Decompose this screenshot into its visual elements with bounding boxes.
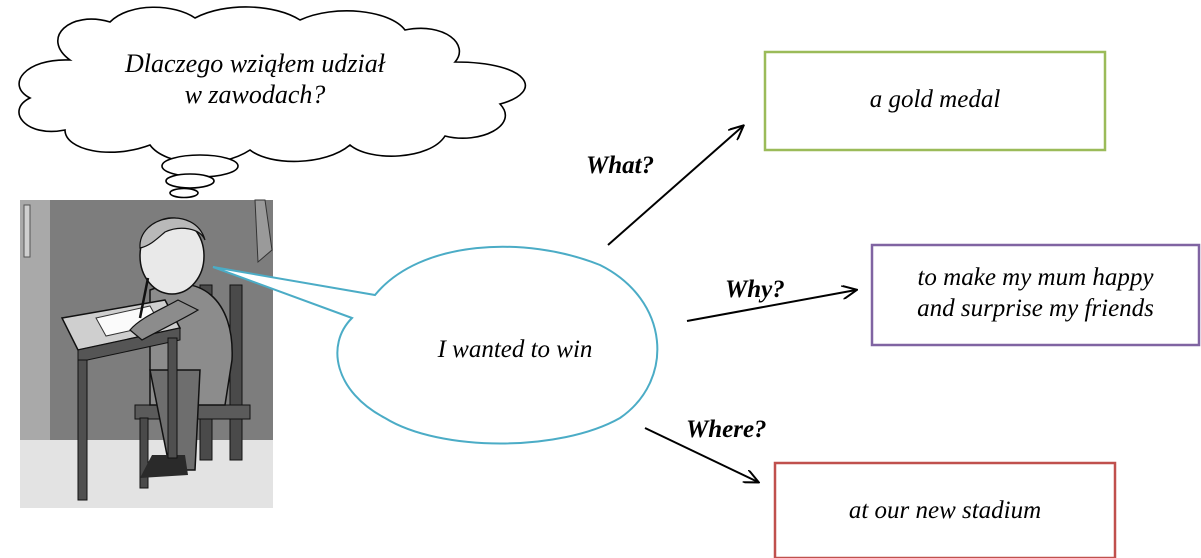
answer-box-why <box>870 243 1201 347</box>
answer-why-line-1: to make my mum happy <box>917 264 1154 291</box>
answer-box-what <box>763 50 1107 152</box>
question-why: Why? <box>725 276 785 303</box>
thought-text: Dlaczego wziąłem udział w zawodach? <box>70 48 440 110</box>
answer-where: at our new stadium <box>775 496 1115 526</box>
answer-why-line-2: and surprise my friends <box>917 295 1154 322</box>
answer-what: a gold medal <box>765 85 1105 115</box>
arrow-what <box>607 126 743 246</box>
question-where: Where? <box>686 416 767 443</box>
thought-cloud <box>18 6 527 199</box>
answer-where-line-1: at our new stadium <box>848 497 1042 524</box>
boy-writing-illustration <box>20 199 273 508</box>
speech-bubble <box>212 245 659 445</box>
answer-box-where <box>773 461 1117 558</box>
speech-text: I wanted to win <box>437 336 593 363</box>
thought-line-2: w zawodach? <box>184 80 326 109</box>
arrow-where <box>644 427 758 482</box>
thought-line-1: Dlaczego wziąłem udział <box>125 49 385 78</box>
question-what: What? <box>586 152 655 179</box>
arrow-why <box>686 290 856 322</box>
answer-why: to make my mum happy and surprise my fri… <box>872 262 1199 324</box>
answer-what-line-1: a gold medal <box>869 86 1001 113</box>
